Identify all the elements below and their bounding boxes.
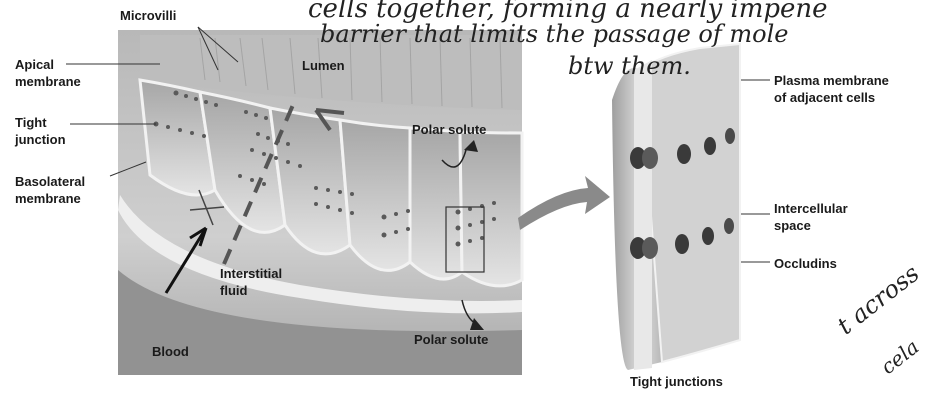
label-interstitial-fluid-2: fluid <box>220 283 247 298</box>
label-intercellular-space-2: space <box>774 218 811 233</box>
magnification-arrow <box>518 176 610 230</box>
label-basolateral-membrane-1: Basolateral <box>15 174 85 189</box>
label-interstitial-fluid-1: Interstitial <box>220 266 282 281</box>
label-plasma-membrane-1: Plasma membrane <box>774 73 889 88</box>
label-tight-junction-1: Tight <box>15 115 47 130</box>
epithelium-panel <box>118 30 522 375</box>
label-tight-junction-2: junction <box>15 132 66 147</box>
label-polar-solute-top: Polar solute <box>412 122 486 137</box>
label-basolateral-membrane-2: membrane <box>15 191 81 206</box>
label-lumen: Lumen <box>302 58 345 73</box>
label-blood: Blood <box>152 344 189 359</box>
label-occludins: Occludins <box>774 256 837 271</box>
label-plasma-membrane-2: of adjacent cells <box>774 90 875 105</box>
label-intercellular-space-1: Intercellular <box>774 201 848 216</box>
caption-tight-junctions: Tight junctions <box>630 374 723 389</box>
magnified-panel <box>612 44 740 370</box>
label-polar-solute-bottom: Polar solute <box>414 332 488 347</box>
handwriting-line-2: barrier that limits the passage of mole <box>320 20 788 48</box>
label-apical-membrane-1: Apical <box>15 57 54 72</box>
label-apical-membrane-2: membrane <box>15 74 81 89</box>
handwriting-line-3: btw them. <box>568 52 691 80</box>
label-microvilli: Microvilli <box>120 8 176 23</box>
